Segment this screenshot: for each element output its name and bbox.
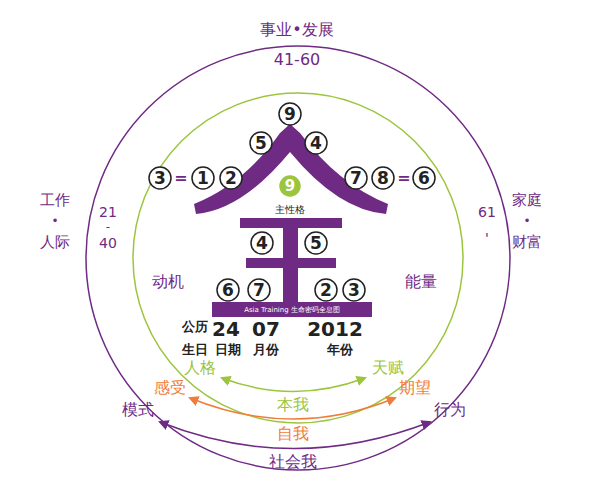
social-arc — [160, 422, 430, 449]
equals-sign: = — [397, 170, 410, 186]
circle-number: 7 — [247, 278, 271, 302]
side-label: 财富 — [512, 235, 542, 250]
date-number: 07 — [252, 319, 280, 339]
date-number: 2012 — [307, 319, 363, 339]
side-label: 家庭 — [512, 193, 542, 208]
age-range: ' — [485, 231, 489, 245]
number-circle: 9 — [279, 175, 301, 197]
number-circle: 8 — [371, 166, 395, 190]
aspect-label: 期望 — [399, 380, 431, 396]
bottom-bar — [212, 302, 372, 317]
number-circle: 5 — [249, 131, 273, 155]
number-circle: 5 — [304, 231, 328, 255]
side-label: 能量 — [405, 274, 437, 290]
age-range: - — [106, 221, 110, 233]
section-title: 事业•发展 — [260, 22, 333, 38]
aspect-label: 行为 — [434, 402, 466, 418]
number-circle: 2 — [219, 166, 243, 190]
date-label: 年份 — [327, 343, 353, 356]
circle-number: 4 — [250, 231, 274, 255]
date-label: 生日 — [182, 343, 208, 356]
circle-number: 8 — [371, 166, 395, 190]
circle-number: 5 — [304, 231, 328, 255]
age-range: 21 — [99, 205, 117, 219]
self-arc — [222, 378, 365, 392]
circle-number: 6 — [216, 278, 240, 302]
circle-number: 4 — [304, 131, 328, 155]
side-label: 工作 — [40, 193, 70, 208]
number-circle: 7 — [247, 278, 271, 302]
number-circle: 2 — [314, 278, 338, 302]
arc-label: 社会我 — [269, 454, 317, 470]
number-circle: 1 — [191, 166, 215, 190]
roof-stroke — [194, 124, 388, 214]
age-range: 40 — [99, 236, 117, 250]
circle-number: 2 — [219, 166, 243, 190]
date-number: 24 — [212, 319, 240, 339]
age-range: 41-60 — [274, 52, 321, 68]
circle-number: 3 — [342, 278, 366, 302]
outer-ring — [86, 46, 510, 470]
number-circle: 6 — [216, 278, 240, 302]
circle-number: 9 — [278, 102, 302, 126]
side-label: 人际 — [40, 235, 70, 250]
circle-number: 5 — [249, 131, 273, 155]
circle-number: 3 — [148, 166, 172, 190]
middle-bar — [246, 258, 336, 268]
number-circle: 6 — [412, 166, 436, 190]
separator-dot: • — [51, 215, 58, 227]
ego-arc — [190, 398, 395, 419]
age-range: 61 — [478, 205, 496, 219]
number-circle: 9 — [278, 102, 302, 126]
date-label: 日期 — [215, 343, 241, 356]
aspect-label: 模式 — [122, 402, 154, 418]
number-circle: 3 — [148, 166, 172, 190]
date-label: 公历 — [182, 320, 208, 333]
date-label: 月份 — [253, 343, 279, 356]
circle-number: 9 — [279, 175, 301, 197]
arc-label: 自我 — [277, 426, 309, 442]
equals-sign: = — [174, 170, 187, 186]
circle-number: 7 — [344, 166, 368, 190]
number-circle: 4 — [304, 131, 328, 155]
side-label: 动机 — [152, 274, 184, 290]
number-circle: 3 — [342, 278, 366, 302]
number-circle: 4 — [250, 231, 274, 255]
bar-caption: Asia Training 生命密码全息图 — [244, 307, 340, 314]
circle-number: 2 — [314, 278, 338, 302]
separator-dot: • — [523, 215, 530, 227]
aspect-label: 人格 — [184, 360, 216, 376]
aspect-label: 感受 — [154, 380, 186, 396]
number-circle: 7 — [344, 166, 368, 190]
main-trait-label: 主性格 — [275, 205, 305, 215]
circle-number: 1 — [191, 166, 215, 190]
inner-ring — [133, 93, 463, 423]
circle-number: 6 — [412, 166, 436, 190]
aspect-label: 天赋 — [372, 360, 404, 376]
arc-label: 本我 — [277, 397, 309, 413]
